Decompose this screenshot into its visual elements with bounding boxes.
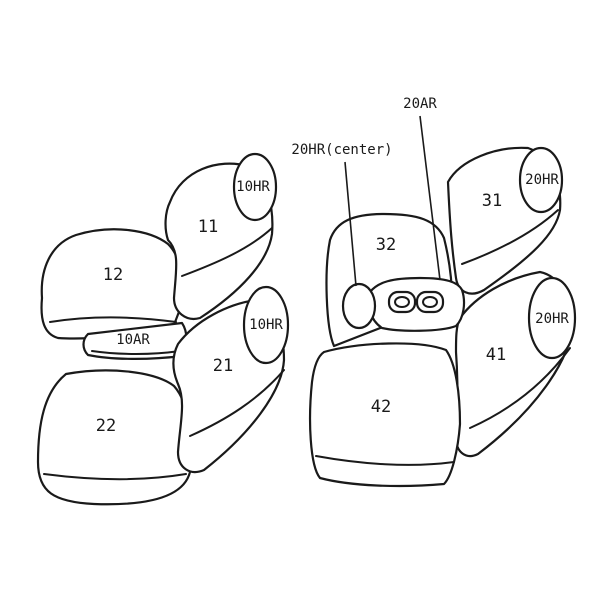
callout-20hr-center-label: 20HR(center)	[291, 142, 392, 158]
seat-22-label: 22	[96, 416, 116, 436]
headrest-10hr-lower	[242, 285, 290, 365]
seat-22-front-seam	[43, 473, 187, 481]
seat-22-cushion	[36, 369, 193, 506]
seat-32-label: 32	[376, 235, 396, 255]
seat-31-label: 31	[482, 191, 502, 211]
armrest-10ar-seam	[91, 350, 181, 355]
right-seat-group: 20HR(center) 20AR 32 31 20HR 20HR 41 42	[291, 96, 577, 488]
headrest-20hr-right-label: 20HR	[535, 311, 569, 327]
seat-21-side-seam	[189, 369, 285, 437]
headrest-10hr-top-label: 10HR	[236, 179, 270, 195]
headrest-20hr-center	[341, 282, 377, 330]
cup-holder-left	[387, 290, 417, 314]
seat-11-label: 11	[198, 217, 218, 237]
callout-20ar-label: 20AR	[403, 96, 437, 112]
seat-42-cushion	[308, 342, 462, 488]
seat-12-lower-seam	[49, 316, 177, 323]
headrest-10hr-lower-label: 10HR	[249, 317, 283, 333]
headrest-20hr-top	[518, 146, 564, 214]
left-seat-group: 12 11 10HR 10HR 10AR 21 22	[36, 152, 290, 506]
seat-41-side-seam	[469, 347, 571, 429]
headrest-20hr-right	[527, 276, 577, 360]
callout-20hr-center-leader	[344, 161, 357, 287]
seat-41-label: 41	[486, 345, 506, 365]
seat-21-label: 21	[213, 356, 233, 376]
seat-11-side-seam	[181, 227, 273, 277]
seat-42-front-seam	[315, 455, 455, 466]
headrest-20hr-top-label: 20HR	[525, 172, 559, 188]
cup-holder-right	[415, 290, 445, 314]
cup-holder-left-ring	[394, 296, 410, 308]
callout-20ar-leader	[419, 115, 441, 281]
headrest-10hr-top	[232, 152, 278, 222]
seat-42-label: 42	[371, 397, 391, 417]
cup-holder-right-ring	[422, 296, 438, 308]
armrest-10ar-label: 10AR	[116, 332, 150, 348]
seat-31-side-seam	[461, 209, 559, 265]
seat-12-label: 12	[103, 265, 123, 285]
